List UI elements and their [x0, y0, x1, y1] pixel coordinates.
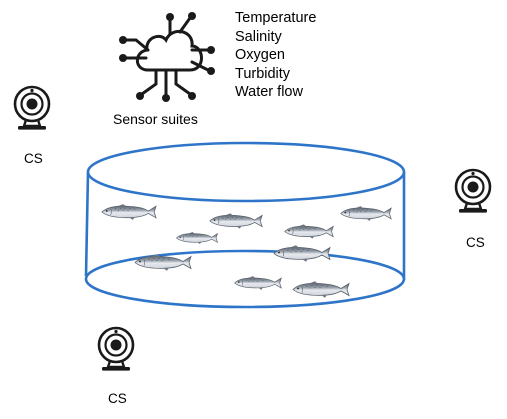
salmon-icon: [208, 212, 264, 230]
camera-label: CS: [108, 391, 127, 406]
sensor-parameter-list: Temperature Salinity Oxygen Turbidity Wa…: [235, 9, 316, 102]
salmon-icon: [272, 244, 332, 263]
webcam-icon: [12, 85, 52, 133]
salmon-icon: [283, 223, 335, 240]
camera-label: CS: [24, 151, 43, 166]
salmon-icon: [291, 280, 351, 299]
sensor-item-water-flow: Water flow: [235, 84, 303, 101]
cloud-network-icon: [119, 12, 215, 102]
sensor-item-oxygen: Oxygen: [235, 47, 285, 64]
sensor-item-salinity: Salinity: [235, 28, 282, 45]
webcam-icon: [453, 168, 493, 216]
salmon-icon: [339, 205, 393, 222]
tank-bottom-rim: [84, 249, 406, 309]
sensor-item-temperature: Temperature: [235, 10, 317, 26]
salmon-icon: [175, 231, 219, 245]
camera-label: CS: [466, 235, 485, 250]
salmon-icon: [233, 275, 283, 291]
salmon-icon: [100, 203, 158, 221]
salmon-icon: [133, 253, 193, 272]
sensor-suites-caption: Sensor suites: [113, 111, 198, 127]
sensor-item-turbidity: Turbidity: [235, 65, 291, 82]
tank-top-rim: [86, 141, 406, 203]
webcam-icon: [96, 326, 136, 374]
tank-left-wall: [84, 171, 90, 277]
